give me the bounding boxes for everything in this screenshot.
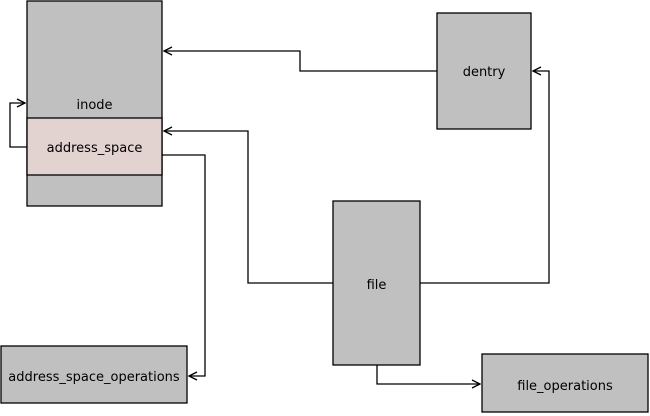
file-label: file <box>367 278 387 293</box>
file-operations-label: file_operations <box>517 379 613 394</box>
edge-address-space-to-inode-loop <box>9 103 27 148</box>
file-node: file <box>332 200 421 366</box>
dentry-label: dentry <box>463 65 506 80</box>
file-operations-node: file_operations <box>481 353 649 413</box>
address-space-node: address_space <box>26 117 163 176</box>
file-operations-box <box>481 353 649 413</box>
inode-label: inode <box>76 98 112 113</box>
edge-file-to-dentry <box>420 71 550 284</box>
address-space-operations-node: address_space_operations <box>0 345 188 404</box>
address-space-label: address_space <box>47 141 143 156</box>
edge-file-to-file-operations <box>376 365 480 384</box>
address-space-operations-label: address_space_operations <box>8 370 180 385</box>
dentry-node: dentry <box>436 12 532 130</box>
edge-file-to-address-space <box>164 131 333 284</box>
address-space-box <box>26 117 163 176</box>
address-space-operations-box <box>0 345 188 404</box>
edge-address-space-to-operations <box>162 154 206 376</box>
edge-dentry-to-inode <box>164 51 437 72</box>
